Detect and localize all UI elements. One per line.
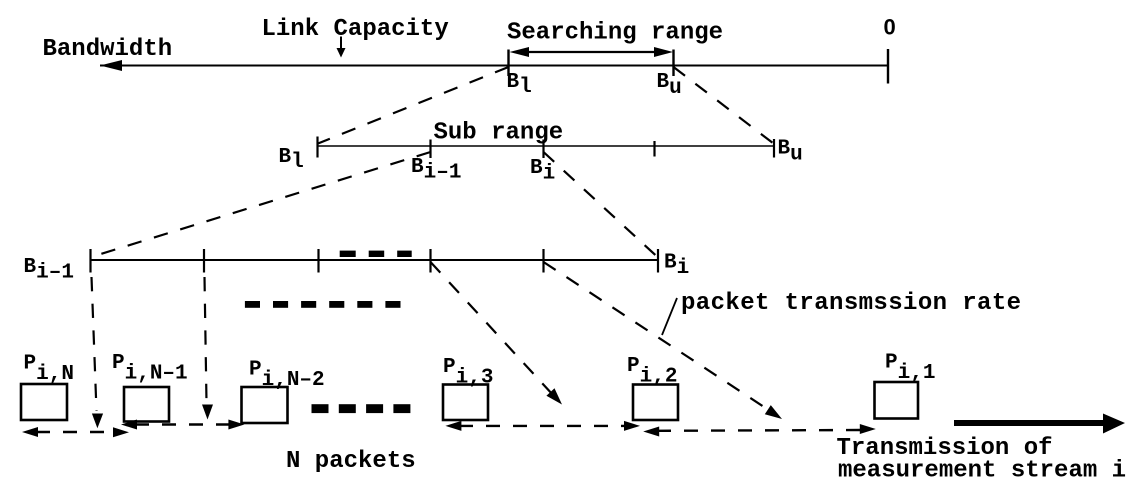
- svg-text:packet transmssion rate: packet transmssion rate: [681, 290, 1021, 317]
- svg-text:Bi–1: Bi–1: [411, 156, 461, 184]
- svg-text:Link Capacity: Link Capacity: [262, 16, 449, 43]
- svg-text:Sub range: Sub range: [434, 119, 564, 146]
- svg-text:Bandwidth: Bandwidth: [43, 36, 173, 63]
- svg-text:0: 0: [884, 15, 896, 40]
- svg-text:Searching range: Searching range: [507, 20, 723, 47]
- svg-text:Bl: Bl: [507, 71, 532, 99]
- svg-text:measurement stream i: measurement stream i: [838, 458, 1126, 485]
- svg-text:N packets: N packets: [286, 448, 416, 475]
- svg-text:Transmission of: Transmission of: [837, 435, 1053, 462]
